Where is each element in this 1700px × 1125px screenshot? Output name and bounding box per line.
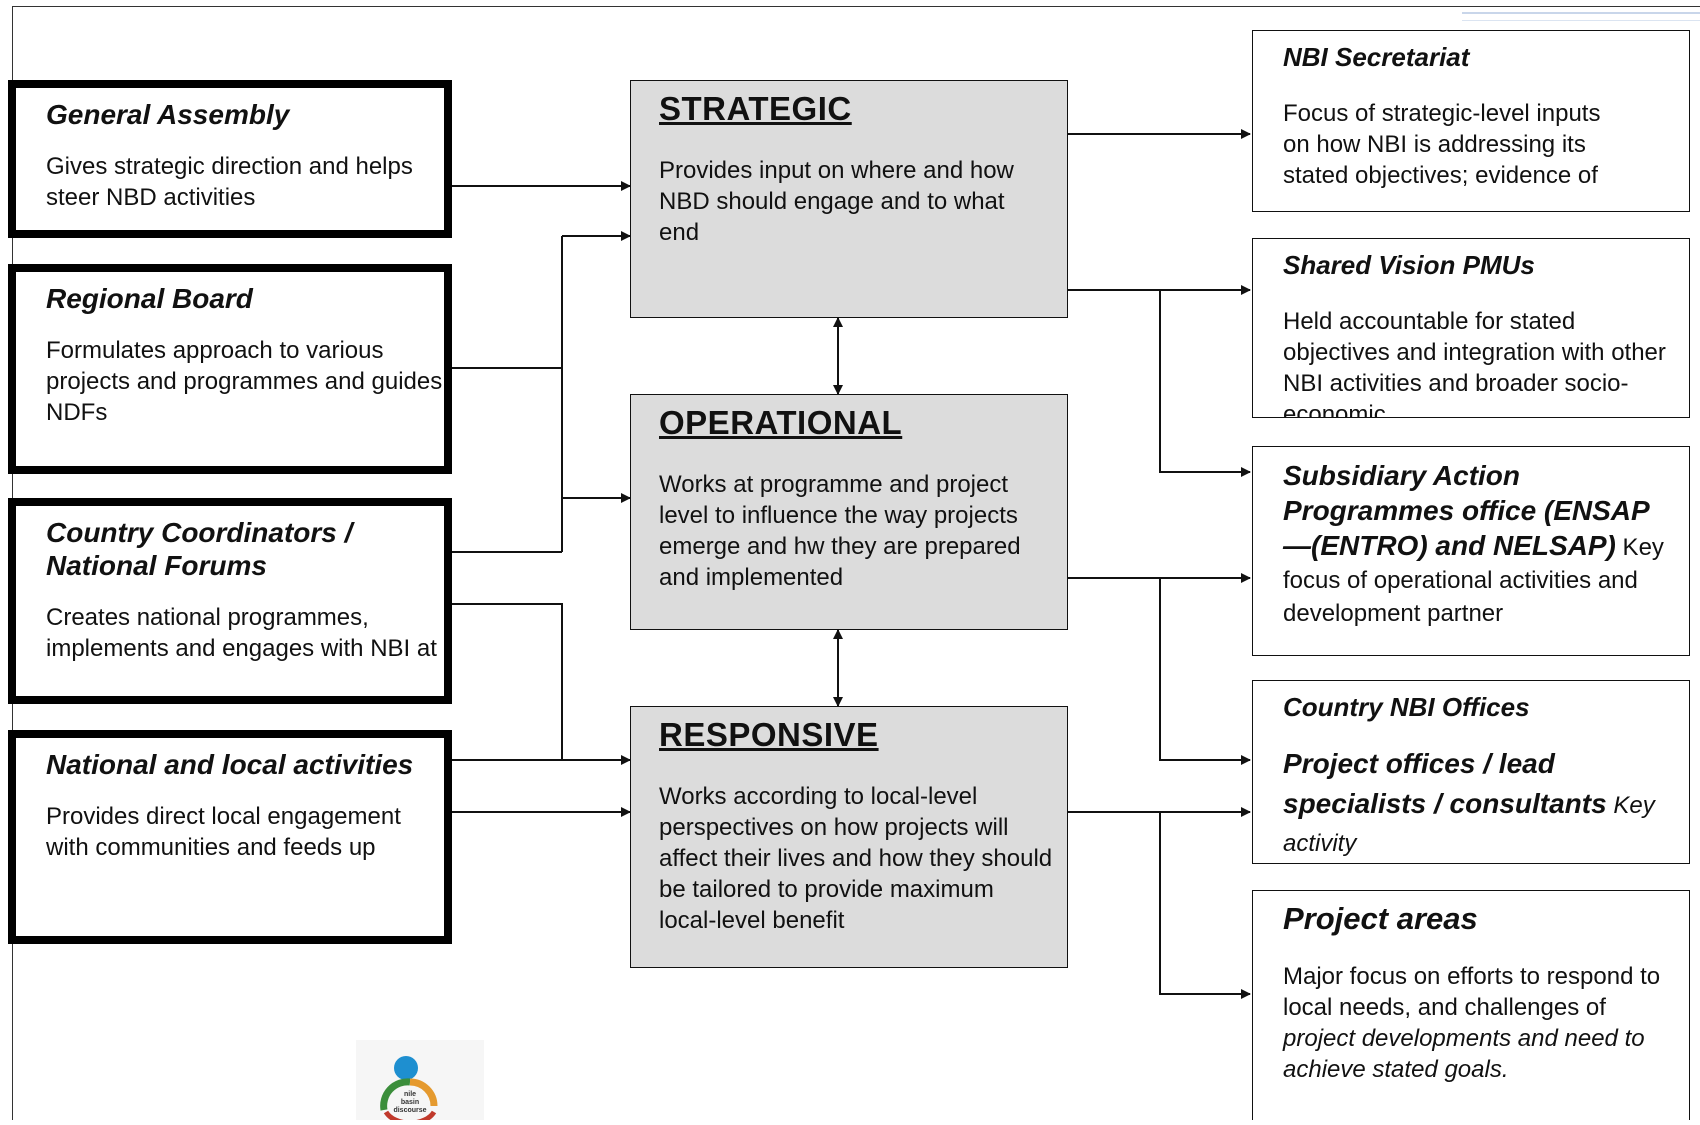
country-offices-title: Country NBI Offices	[1283, 692, 1530, 722]
arrow-to-project-areas	[1159, 812, 1251, 999]
strategic-title: STRATEGIC	[659, 90, 852, 127]
project-areas-title: Project areas	[1283, 901, 1478, 936]
project-areas-content: Major focus on efforts to respond to loc…	[1283, 961, 1689, 1085]
strategic-text: Provides input on where and how NBD shou…	[659, 157, 1014, 246]
general-assembly-box: General Assembly Gives strategic directi…	[8, 80, 452, 238]
country-offices-box: Country NBI Offices Project offices / le…	[1252, 680, 1690, 864]
nbi-secretariat-text: Focus of strategic-level inputs on how N…	[1283, 100, 1601, 189]
national-local-title: National and local activities	[46, 749, 414, 780]
country-coordinators-box: Country Coordinators / National Forums C…	[8, 498, 452, 704]
general-assembly-text: Gives strategic direction and helps stee…	[46, 153, 413, 211]
subsidiary-title: Subsidiary Action Programmes office (ENS…	[1283, 460, 1650, 561]
svg-text:discourse: discourse	[393, 1107, 426, 1114]
svg-text:basin: basin	[401, 1099, 419, 1106]
regional-board-title: Regional Board	[46, 283, 253, 314]
shared-vision-title: Shared Vision PMUs	[1283, 250, 1535, 280]
general-assembly-title: General Assembly	[46, 99, 290, 130]
project-areas-text-a: Major focus on efforts to respond to loc…	[1283, 963, 1661, 1021]
country-coordinators-text: Creates national programmes, implements …	[46, 604, 437, 662]
country-offices-text: Key activity	[1283, 792, 1655, 857]
nbi-secretariat-title: NBI Secretariat	[1283, 42, 1470, 72]
operational-box: OPERATIONAL Works at programme and proje…	[630, 394, 1068, 630]
responsive-text: Works according to local-level perspecti…	[659, 783, 1053, 934]
project-areas-text-b: project developments and need to achieve…	[1283, 1025, 1645, 1083]
arrow-to-country-offices	[1159, 578, 1251, 765]
wire-coordinators-lower	[452, 603, 563, 760]
nbd-logo-mark: nile basin discourse	[356, 1040, 484, 1125]
national-local-box: National and local activities Provides d…	[8, 730, 452, 944]
shared-vision-box: Shared Vision PMUs Held accountable for …	[1252, 238, 1690, 418]
shared-vision-text: Held accountable for stated objectives a…	[1283, 308, 1666, 418]
responsive-box: RESPONSIVE Works according to local-leve…	[630, 706, 1068, 968]
nbd-logo: nile basin discourse	[356, 1040, 484, 1125]
country-offices-subtitle: Project offices / lead specialists / con…	[1283, 748, 1607, 819]
regional-board-text: Formulates approach to various projects …	[46, 337, 443, 426]
subsidiary-box: Subsidiary Action Programmes office (ENS…	[1252, 446, 1690, 656]
national-local-text: Provides direct local engagement with co…	[46, 803, 401, 861]
arrow-to-subsidiary	[1159, 290, 1251, 477]
svg-text:nile: nile	[404, 1091, 416, 1098]
operational-text: Works at programme and project level to …	[659, 471, 1021, 591]
subsidiary-content: Subsidiary Action Programmes office (ENS…	[1283, 459, 1689, 630]
nbi-secretariat-box: NBI Secretariat Focus of strategic-level…	[1252, 30, 1690, 212]
operational-title: OPERATIONAL	[659, 404, 903, 441]
responsive-title: RESPONSIVE	[659, 716, 879, 753]
country-offices-content: Project offices / lead specialists / con…	[1283, 746, 1689, 863]
corner-decoration	[1462, 12, 1700, 21]
country-coordinators-title: Country Coordinators / National Forums	[46, 517, 353, 581]
project-areas-box: Project areas Major focus on efforts to …	[1252, 890, 1690, 1120]
regional-board-box: Regional Board Formulates approach to va…	[8, 264, 452, 474]
subsidiary-text: Key focus of operational activities and …	[1283, 534, 1664, 627]
strategic-box: STRATEGIC Provides input on where and ho…	[630, 80, 1068, 318]
